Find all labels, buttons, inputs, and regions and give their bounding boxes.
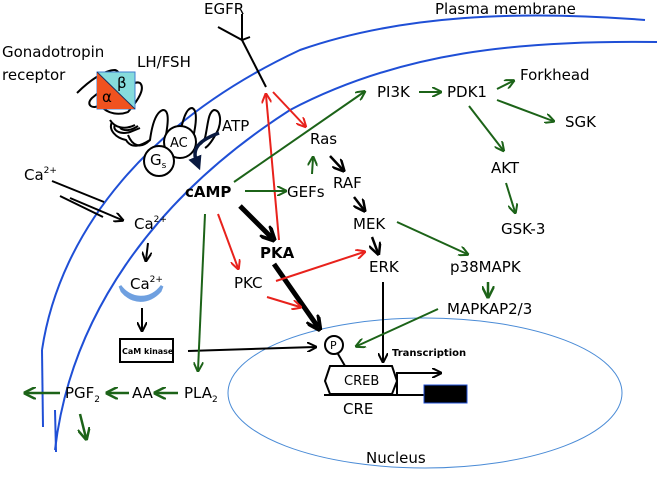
- camp-to-pi3k-arrow: [233, 92, 364, 183]
- gefs-to-ras-arrow: [312, 158, 313, 175]
- calmodulin-icon: [118, 285, 164, 302]
- ac-label: AC: [170, 136, 188, 151]
- pdk1-to-sgk-arrow: [496, 99, 553, 121]
- mek-to-p38mapk-arrow: [396, 221, 467, 254]
- plasma-membrane-inner-tail: [54, 409, 57, 453]
- transcription-label: Transcription: [392, 348, 466, 359]
- pdk1-to-akt-arrow: [468, 105, 503, 150]
- ca-outside-label: Ca2+: [24, 166, 57, 184]
- gs-label: Gs: [150, 151, 167, 171]
- mek-label: MEK: [353, 215, 386, 233]
- ca-to-calmodulin-arrow: [146, 242, 148, 260]
- gonadotropin-receptor-label: Gonadotropin: [2, 43, 104, 61]
- cam-kinase-to-creb-arrow: [187, 347, 315, 351]
- alpha-subunit-label: α: [102, 88, 112, 106]
- erk-label: ERK: [369, 258, 400, 276]
- cre-label: CRE: [343, 400, 373, 418]
- gsk3-label: GSK-3: [501, 220, 545, 238]
- camp-to-pla2-arrow: [198, 213, 206, 370]
- gonadotropin-receptor-label-2: receptor: [2, 66, 66, 84]
- lh-fsh-hormone-icon: [96, 71, 136, 110]
- calcium-channel-icon: [51, 180, 105, 218]
- plasma-membrane-outer: [41, 14, 646, 351]
- ras-to-raf-arrow: [329, 155, 343, 170]
- pgf2-label: PGF2: [65, 384, 100, 405]
- mapkap-to-creb-arrow: [357, 308, 439, 346]
- ca-bound-label: Ca2+: [130, 275, 163, 293]
- egfr-to-ras-arrow: [272, 91, 305, 126]
- forkhead-label: Forkhead: [520, 66, 590, 84]
- pkc-label: PKC: [234, 274, 263, 292]
- p38mapk-label: p38MAPK: [450, 258, 522, 276]
- ca-inside-label: Ca2+: [134, 215, 167, 233]
- camp-to-pka-arrow: [238, 204, 272, 238]
- raf-label: RAF: [333, 174, 362, 192]
- sgk-label: SGK: [565, 113, 597, 131]
- atp-to-camp-arrow: [188, 131, 220, 171]
- pgf2-down-arrow: [80, 413, 86, 438]
- pdk1-to-forkhead-arrow: [496, 81, 513, 90]
- pka-label: PKA: [260, 244, 295, 262]
- target-gene-block: [423, 384, 468, 404]
- creb-label: CREB: [344, 374, 379, 389]
- gs-protein: [143, 145, 175, 177]
- mapkap-label: MAPKAP2/3: [447, 300, 532, 318]
- mek-to-erk-arrow: [372, 236, 378, 253]
- cam-kinase-box: [119, 338, 174, 363]
- transcription-start-arrow: [396, 373, 440, 395]
- phosphate-label: P: [330, 339, 337, 352]
- plasma-membrane-label: Plasma membrane: [435, 0, 576, 18]
- camp-label: cAMP: [185, 183, 231, 201]
- egfr-receptor-icon: [217, 14, 267, 88]
- pka-to-egfr-arrow: [266, 95, 280, 241]
- pkc-to-creb-arrow: [266, 296, 300, 307]
- beta-subunit-label: β: [117, 74, 127, 92]
- ca-influx-arrow: [69, 197, 122, 220]
- phosphate-group: [324, 335, 344, 355]
- akt-label: AKT: [491, 159, 520, 177]
- ras-label: Ras: [310, 130, 337, 148]
- gefs-label: GEFs: [287, 183, 325, 201]
- plasma-membrane-outer-tail: [41, 349, 44, 428]
- egfr-label: EGFR: [204, 0, 244, 18]
- raf-to-mek-arrow: [354, 196, 364, 210]
- camp-to-pkc-arrow: [217, 213, 238, 268]
- lh-fsh-label: LH/FSH: [137, 53, 191, 71]
- phosphate-link: [337, 353, 346, 367]
- pi3k-label: PI3K: [377, 83, 411, 101]
- nucleus-label: Nucleus: [366, 449, 426, 467]
- atp-label: ATP: [222, 117, 249, 135]
- akt-to-gsk3-arrow: [505, 182, 515, 212]
- nucleus: [227, 317, 623, 469]
- pka-to-creb-arrow: [271, 262, 318, 327]
- aa-label: AA: [132, 384, 154, 402]
- pkc-to-erk-arrow: [275, 252, 364, 282]
- cam-kinase-label: CaM kinase: [122, 347, 174, 356]
- pla2-label: PLA2: [184, 384, 218, 405]
- adenylyl-cyclase: [163, 125, 197, 159]
- pdk1-label: PDK1: [447, 83, 487, 101]
